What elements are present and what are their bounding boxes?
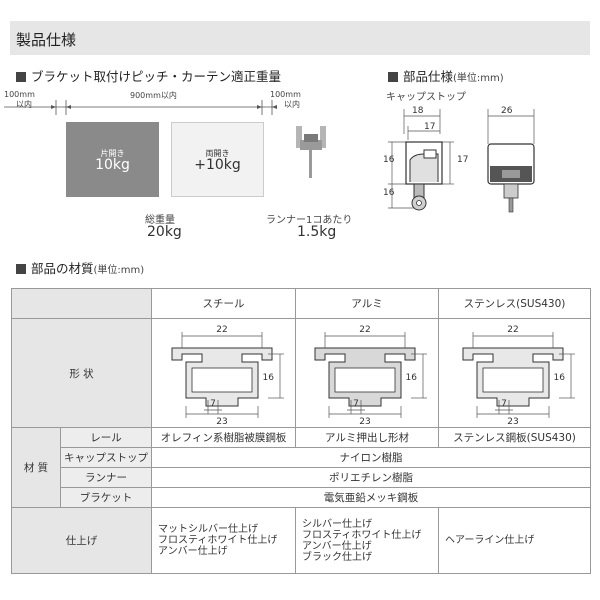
single-open-label: 片開き bbox=[100, 149, 125, 158]
part-cap-stop: キャップストップ bbox=[60, 447, 152, 468]
finish-steel-item: マットシルバー仕上げ bbox=[158, 524, 258, 535]
finish-aluminum-item: アンバー仕上げ bbox=[302, 540, 372, 552]
curtain-wave-dark bbox=[66, 190, 159, 194]
double-open-weight: +10kg bbox=[194, 157, 241, 173]
left-margin-label: 100mm bbox=[4, 90, 35, 99]
single-open-weight: 10kg bbox=[95, 157, 130, 173]
finish-aluminum-item: シルバー仕上げ bbox=[302, 518, 372, 530]
profile-cell-stainless: 22 16 7 23 bbox=[438, 318, 591, 428]
column-header-aluminum: アルミ bbox=[295, 288, 439, 319]
profile-cell-steel: 22 16 7 23 bbox=[151, 318, 296, 428]
profile-dim-base: 23 bbox=[359, 417, 370, 424]
profile-dim-inner: 7 bbox=[501, 399, 507, 409]
part-bracket: ブラケット bbox=[60, 487, 152, 508]
finish-stainless-item: ヘアーライン仕上げ bbox=[445, 535, 535, 546]
rail-aluminum: アルミ押出し形材 bbox=[295, 427, 439, 448]
profile-dim-width: 22 bbox=[359, 325, 370, 335]
dim-17-top: 17 bbox=[424, 122, 436, 132]
finish-steel-item: アンバー仕上げ bbox=[158, 546, 228, 557]
cap-stop-material: ナイロン樹脂 bbox=[151, 447, 591, 468]
bracket-material: 電気亜鉛メッキ鋼板 bbox=[151, 487, 591, 508]
profile-dim-height: 16 bbox=[406, 373, 418, 383]
rail-stainless: ステンレス鋼板(SUS430) bbox=[438, 427, 591, 448]
bracket-section-title: ブラケット取付けピッチ・カーテン適正重量 bbox=[16, 66, 281, 85]
rail-steel: オレフィン系樹脂被膜鋼板 bbox=[151, 427, 296, 448]
material-label: 材 質 bbox=[11, 427, 61, 508]
runner-weight-label: ランナー1コあたり bbox=[266, 215, 353, 226]
pitch-label: 900mm以内 bbox=[130, 91, 177, 100]
table-row: 材 質 レール オレフィン系樹脂被膜鋼板 アルミ押出し形材 ステンレス鋼板(SU… bbox=[11, 427, 591, 508]
profile-dim-base: 23 bbox=[507, 417, 518, 424]
finish-stainless: ヘアーライン仕上げ bbox=[438, 507, 591, 574]
bullet-square-icon bbox=[388, 72, 398, 82]
shape-label: 形 状 bbox=[11, 318, 152, 428]
rail-profile-steel-diagram: 22 16 7 23 bbox=[171, 325, 284, 427]
double-open-label: 両開き bbox=[205, 149, 230, 158]
pitch-dimension-lines bbox=[4, 100, 277, 115]
runner-weight-value: 1.5kg bbox=[297, 224, 337, 240]
profile-dim-base: 23 bbox=[216, 417, 227, 424]
part-runner: ランナー bbox=[60, 467, 152, 488]
table-row-finish: 仕上げ マットシルバー仕上げ フロスティホワイト仕上げ アンバー仕上げ シルバー… bbox=[11, 507, 591, 574]
finish-label: 仕上げ bbox=[11, 507, 152, 574]
finish-aluminum: シルバー仕上げ フロスティホワイト仕上げ アンバー仕上げ ブラック仕上げ bbox=[295, 507, 439, 574]
total-weight-label: 総重量 bbox=[145, 215, 175, 226]
column-header-stainless: ステンレス(SUS430) bbox=[438, 288, 591, 319]
profile-dim-inner: 7 bbox=[210, 399, 216, 409]
dim-17-side: 17 bbox=[457, 155, 469, 165]
table-row: ブラケット 電気亜鉛メッキ鋼板 bbox=[12, 487, 591, 508]
table-row: キャップストップ ナイロン樹脂 bbox=[12, 447, 591, 468]
rail-profile-aluminum-diagram: 22 16 7 23 bbox=[314, 325, 427, 427]
spec-section-title: 部品仕様(単位:mm) bbox=[388, 66, 504, 85]
cap-stop-label: キャップストップ bbox=[386, 92, 466, 103]
bullet-square-icon bbox=[16, 264, 26, 274]
bullet-square-icon bbox=[16, 72, 26, 82]
profile-dim-width: 22 bbox=[507, 325, 518, 335]
left-margin-suffix: 以内 bbox=[16, 100, 32, 109]
cap-stop-side-diagram bbox=[388, 109, 454, 211]
rail-profile-stainless-diagram: 22 16 7 23 bbox=[462, 325, 575, 427]
finish-steel-item: フロスティホワイト仕上げ bbox=[158, 535, 278, 546]
part-rail: レール bbox=[60, 427, 152, 448]
right-margin-suffix: 以内 bbox=[284, 100, 300, 109]
total-weight-value: 20kg bbox=[147, 224, 182, 240]
runner-material: ポリエチレン樹脂 bbox=[151, 467, 591, 488]
curtain-panel-double bbox=[171, 122, 264, 197]
runner-bracket-icon bbox=[296, 126, 326, 178]
finish-aluminum-item: ブラック仕上げ bbox=[302, 551, 372, 563]
table-row: ランナー ポリエチレン樹脂 bbox=[12, 467, 591, 488]
material-section-title: 部品の材質(単位:mm) bbox=[16, 258, 144, 277]
dim-26: 26 bbox=[501, 106, 513, 116]
page-title: 製品仕様 bbox=[16, 31, 77, 49]
profile-cell-aluminum: 22 16 7 23 bbox=[295, 318, 439, 428]
column-header-steel: スチール bbox=[151, 288, 296, 319]
header-bar bbox=[10, 21, 590, 55]
cap-stop-front-diagram bbox=[487, 109, 535, 213]
profile-dim-width: 22 bbox=[216, 325, 227, 335]
finish-steel: マットシルバー仕上げ フロスティホワイト仕上げ アンバー仕上げ bbox=[151, 507, 296, 574]
right-margin-label: 100mm bbox=[270, 90, 301, 99]
dim-16-lower: 16 bbox=[383, 188, 395, 198]
profile-dim-height: 16 bbox=[262, 373, 274, 383]
dim-18: 18 bbox=[412, 106, 424, 116]
table-corner-cell bbox=[11, 288, 152, 319]
finish-aluminum-item: フロスティホワイト仕上げ bbox=[302, 529, 422, 541]
dim-16-upper: 16 bbox=[383, 155, 395, 165]
profile-dim-inner: 7 bbox=[353, 399, 359, 409]
profile-dim-height: 16 bbox=[553, 373, 565, 383]
curtain-panel-single bbox=[66, 122, 159, 197]
table-row-shape: 形 状 22 16 7 23 22 16 7 23 22 16 7 23 bbox=[11, 318, 591, 428]
material-table: スチール アルミ ステンレス(SUS430) 形 状 22 16 7 23 22 16 7… bbox=[11, 288, 591, 574]
table-header-row: スチール アルミ ステンレス(SUS430) bbox=[11, 288, 591, 319]
